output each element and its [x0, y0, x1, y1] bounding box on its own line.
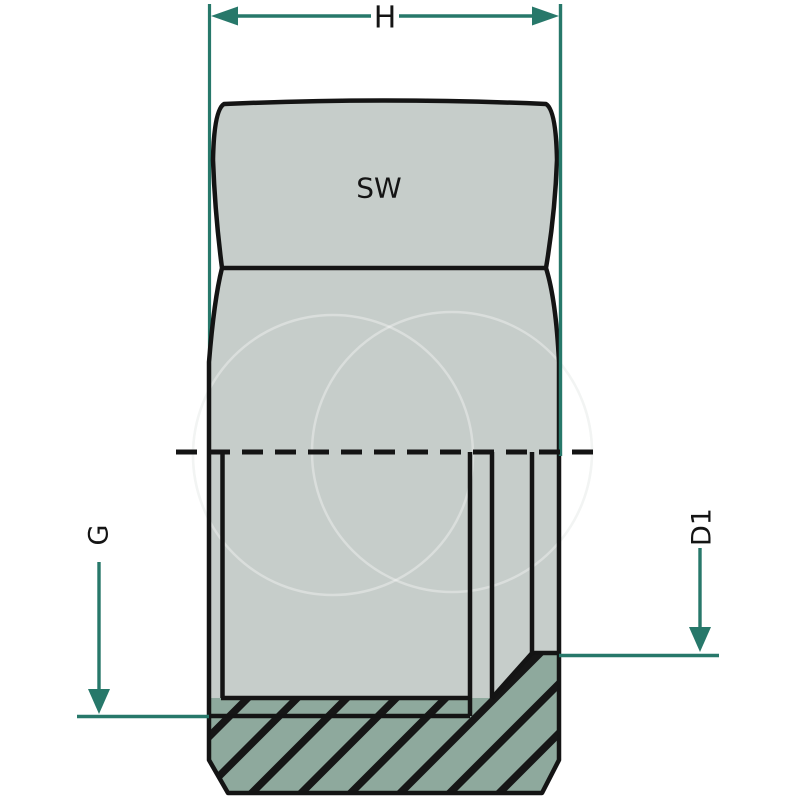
section-hatch-bore-corner — [470, 653, 559, 715]
dim-h-arrow-right — [532, 6, 559, 26]
label-d1: D1 — [687, 508, 718, 546]
section-hatch-band — [210, 698, 470, 715]
dimension-arrowheads — [88, 6, 711, 714]
nut-outline — [206, 98, 562, 796]
section-hatch-base — [210, 715, 559, 792]
label-h: H — [374, 1, 397, 36]
bore-chamfer-edge — [490, 650, 535, 700]
watermark-circle — [191, 313, 475, 597]
dim-h-arrow-left — [211, 6, 238, 26]
dimension-annotations — [77, 4, 719, 719]
label-sw: SW — [356, 172, 401, 205]
inner-edges — [209, 265, 559, 719]
dim-g-arrow — [88, 689, 110, 714]
labels: H SW G D1 — [84, 1, 718, 546]
label-g: G — [84, 525, 115, 546]
section-hatching — [210, 653, 559, 792]
dim-d1-arrow — [689, 627, 711, 652]
